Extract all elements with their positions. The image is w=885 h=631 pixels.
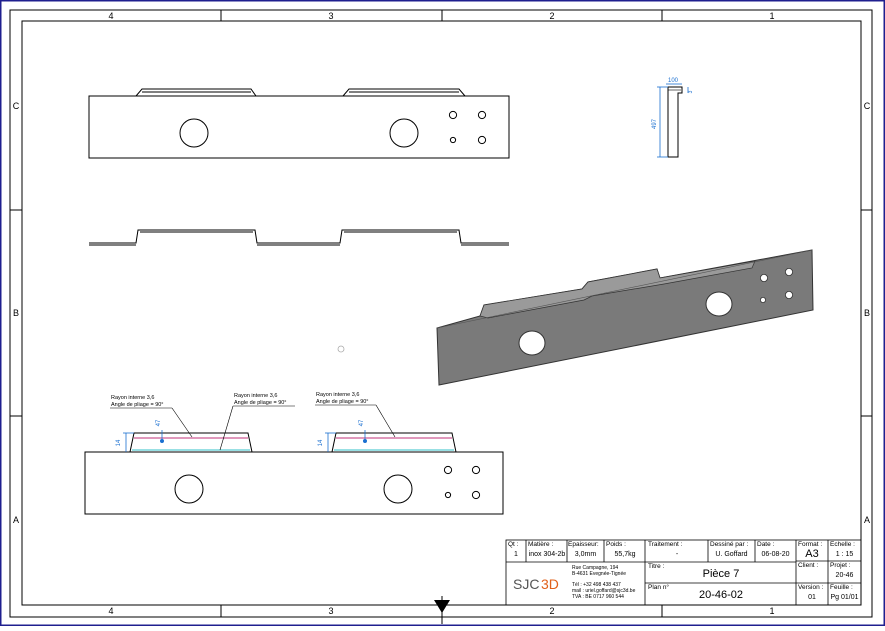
tb-project-label: Projet : (830, 562, 851, 569)
note-1-line1: Rayon interne 3,6 (111, 395, 154, 401)
row-label-left-b: B (13, 308, 19, 318)
col-label-bottom-2: 2 (549, 606, 554, 616)
tb-project: 20-46 (835, 572, 854, 579)
dim-step-right: 14 (318, 439, 324, 446)
note-3-line1: Rayon interne 3,6 (316, 392, 359, 398)
tb-company-phone: Tél : +32 498 438 437 (572, 582, 621, 588)
tb-scale: 1 : 15 (835, 551, 854, 558)
tb-drawn-by: U. Goffard (715, 551, 748, 558)
col-label-bottom-4: 4 (108, 606, 113, 616)
tb-date-label: Date : (757, 541, 775, 548)
dim-step-left: 14 (116, 439, 122, 446)
tb-sheet-label: Feuille : (830, 584, 853, 591)
tb-client-label: Client : (798, 562, 819, 569)
dim-profile-thickness: 3 (688, 90, 694, 93)
title-block-grid (505, 539, 862, 606)
col-label-bottom-3: 3 (328, 606, 333, 616)
tb-weight: 55,7kg (614, 551, 636, 558)
row-label-right-b: B (864, 308, 870, 318)
row-label-left-a: A (13, 515, 19, 525)
tb-treatment: - (675, 551, 679, 558)
isometric-view (436, 249, 814, 386)
front-view (88, 88, 510, 159)
col-label-top-1: 1 (769, 11, 774, 21)
dim-flange-right: 47 (359, 419, 365, 426)
col-label-top-2: 2 (549, 11, 554, 21)
dim-profile-width: 100 (668, 78, 679, 84)
tb-material-label: Matière : (528, 541, 554, 548)
tb-material: inox 304-2b (528, 551, 566, 558)
tb-treatment-label: Traitement : (648, 541, 683, 548)
zone-ticks (10, 10, 872, 617)
tb-weight-label: Poids : (606, 541, 626, 548)
row-label-right-a: A (864, 515, 870, 525)
profile-section: 100 497 3 (652, 78, 694, 158)
tb-title: Pièce 7 (702, 568, 740, 580)
large-hole-left (179, 118, 209, 148)
tb-thickness: 3,0mm (574, 551, 597, 558)
logo-text-b: 3D (541, 576, 559, 592)
tb-sheet: Pg 01/01 (830, 594, 859, 601)
row-label-left-c: C (13, 101, 20, 111)
col-label-top-3: 3 (328, 11, 333, 21)
dim-flange-left: 47 (156, 419, 162, 426)
tb-qty-label: Qt : (508, 541, 519, 548)
tb-plan-label: Plan n° (648, 584, 670, 591)
top-edge-view (89, 229, 509, 246)
tb-version-label: Version : (798, 584, 824, 591)
tb-version: 01 (808, 594, 816, 601)
tb-title-label: Titre : (648, 563, 665, 570)
note-1-line2: Angle de pliage = 90° (111, 402, 164, 408)
logo-text-a: SJC (513, 576, 539, 592)
col-label-bottom-1: 1 (769, 606, 774, 616)
tb-qty: 1 (514, 551, 518, 558)
tb-company-vat: TVA : BE 0717 960 544 (572, 594, 624, 600)
company-logo: SJC 3D (513, 576, 559, 592)
note-2-line2: Angle de pliage = 90° (234, 400, 287, 406)
dim-profile-height: 497 (652, 118, 658, 129)
tb-thickness-label: Epaisseur: (568, 541, 599, 548)
tb-company-address1: Rue Campagne, 194 (572, 565, 619, 571)
stray-point-mark (337, 345, 345, 353)
tb-scale-label: Echelle : (830, 541, 855, 548)
tb-company-address2: B-4631 Evegnée-Tignée (572, 571, 627, 577)
bend-view: 14 14 47 47 (84, 419, 504, 515)
tb-format-label: Format : (798, 541, 823, 548)
tb-date: 06-08-20 (761, 551, 790, 558)
tb-plan: 20-46-02 (698, 589, 744, 601)
tb-drawn-by-label: Dessiné par : (710, 541, 749, 548)
note-3-line2: Angle de pliage = 90° (316, 399, 369, 405)
col-label-top-4: 4 (108, 11, 113, 21)
tb-company-mail: mail : uriel.goffard@sjc3d.be (572, 588, 636, 594)
frame-outer (9, 9, 873, 618)
note-2-line1: Rayon interne 3,6 (234, 393, 277, 399)
large-hole-right (389, 118, 419, 148)
tb-format: A3 (805, 548, 819, 560)
centering-mark (434, 596, 450, 624)
bend-notes: Rayon interne 3,6 Angle de pliage = 90° … (110, 392, 396, 451)
row-label-right-c: C (864, 101, 871, 111)
